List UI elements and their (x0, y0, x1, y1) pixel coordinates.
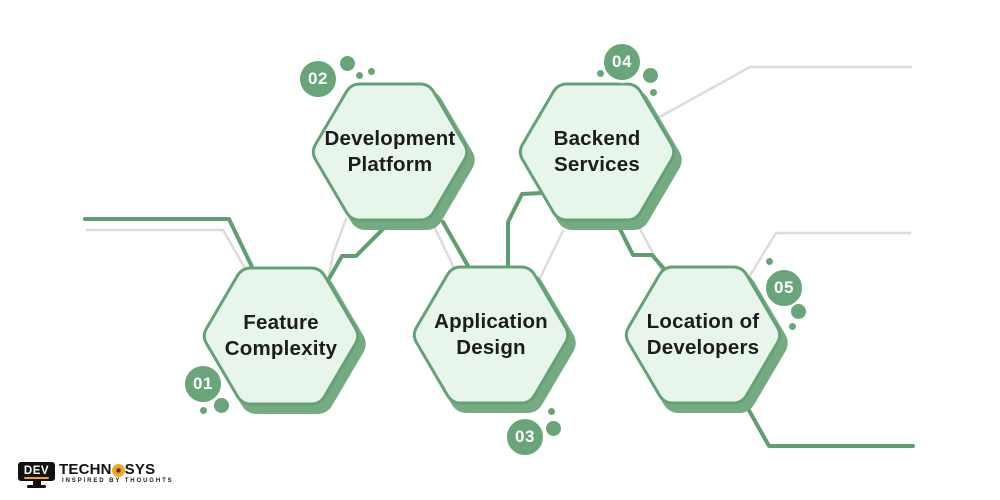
green-connector-backend-location (616, 223, 668, 273)
step-badge-03: 03 (504, 416, 546, 458)
label-line: Location of (646, 310, 760, 333)
green-connector-bottom-right (744, 403, 915, 448)
label-line: Application (434, 310, 548, 333)
green-connector-dev-app (441, 220, 470, 268)
step-badge-04: 04 (601, 41, 643, 83)
decor-dot (764, 256, 775, 267)
green-connector-left (83, 217, 255, 271)
gray-connector-top-right (654, 65, 913, 121)
decor-dot (648, 87, 659, 98)
hexagon-shape (311, 82, 475, 230)
label-line: Services (554, 153, 640, 176)
hexagon-label: Development Platform (311, 84, 469, 220)
hexagon-shape (624, 265, 788, 413)
hexagon-location-of-developers: Location of Developers (624, 265, 796, 419)
green-connector-backend-app (506, 191, 544, 273)
label-line: Developers (646, 336, 760, 359)
green-connector-dev-feature (324, 226, 386, 286)
logo-monitor-base (27, 485, 46, 488)
label-line: Complexity (224, 337, 338, 360)
hexagon-application-design: Application Design (412, 265, 584, 419)
label-line: Design (456, 336, 526, 359)
decor-dot (787, 321, 798, 332)
logo-brand: TECHN SYS (59, 461, 155, 478)
step-badge-05: 05 (763, 267, 805, 309)
hexagon-development-platform: Development Platform (311, 82, 483, 236)
logo-brand-suffix: SYS (124, 461, 156, 478)
logo: DEV TECHN SYS INSPIRED BY THOUGHTS (18, 460, 178, 496)
label-line: Backend (553, 127, 641, 150)
logo-monitor-text: DEV (23, 464, 50, 477)
decor-dot (595, 68, 606, 79)
gray-connector-backend-app (536, 229, 565, 284)
gray-connector-dev-feature (326, 217, 348, 283)
decor-dot (544, 419, 563, 438)
gray-connector-right (747, 231, 912, 279)
hexagon-label: Application Design (412, 267, 570, 403)
label-line: Feature (243, 311, 319, 334)
logo-tagline: INSPIRED BY THOUGHTS (62, 478, 174, 484)
label-line: Development (324, 127, 456, 150)
hexagon-label: Backend Services (518, 84, 676, 220)
decor-dot (212, 396, 231, 415)
decor-dot (789, 302, 808, 321)
decor-dot (641, 66, 660, 85)
logo-monitor-icon: DEV (18, 462, 55, 481)
hexagon-label: Feature Complexity (202, 268, 360, 404)
label-line: Platform (347, 153, 433, 176)
hexagon-feature-complexity: Feature Complexity (202, 266, 374, 420)
decor-dot (366, 66, 377, 77)
hexagon-shape (202, 266, 366, 414)
decor-dot (198, 405, 209, 416)
hexagon-shape (412, 265, 576, 413)
decor-dot (546, 406, 557, 417)
logo-monitor-stand (32, 481, 41, 485)
hexagon-label: Location of Developers (624, 267, 782, 403)
logo-brand-prefix: TECHN (59, 461, 112, 478)
decor-dot (354, 70, 365, 81)
gear-icon (112, 464, 124, 476)
logo-monitor-underline (24, 476, 49, 479)
hexagon-shape (518, 82, 682, 230)
decor-dot (338, 54, 357, 73)
gray-connector-dev-app (429, 218, 456, 270)
hexagon-backend-services: Backend Services (518, 82, 690, 236)
step-badge-02: 02 (297, 58, 339, 100)
gray-connector-left (85, 228, 248, 272)
